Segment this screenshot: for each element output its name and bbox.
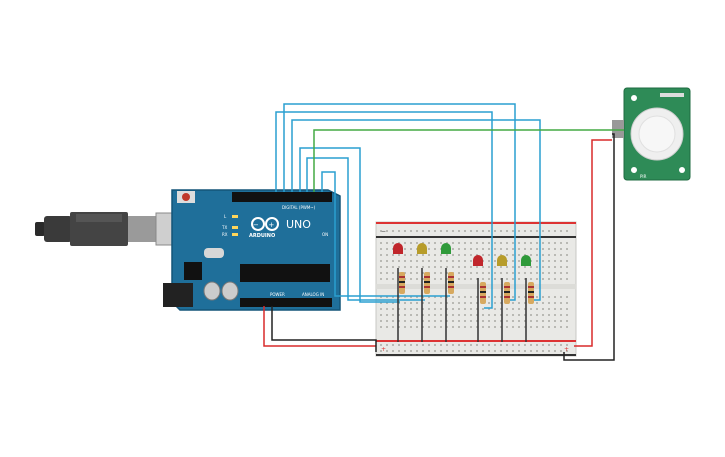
digital-label: DIGITAL (PWM~) xyxy=(282,205,316,210)
power-analog-header xyxy=(240,298,332,307)
power-jack xyxy=(163,283,193,307)
analog-label: ANALOG IN xyxy=(302,292,324,297)
wire-blue[interactable] xyxy=(283,103,516,301)
arduino-logo-icon: − + xyxy=(251,217,279,231)
arduino-model: UNO xyxy=(286,218,311,231)
arduino-board[interactable]: L TX RX ON − + ARDUINO UNO DIGITAL (PWM~… xyxy=(163,189,341,311)
l-label: L xyxy=(224,214,227,219)
svg-text:+: + xyxy=(269,221,275,229)
crystal-icon xyxy=(204,248,224,258)
breadboard-plus-right: + xyxy=(564,346,569,353)
capacitor-icon xyxy=(203,281,221,301)
tx-label: TX xyxy=(221,225,227,230)
resistor[interactable] xyxy=(448,272,454,294)
atmega-chip xyxy=(240,264,330,282)
breadboard[interactable]: + + − xyxy=(375,221,577,357)
resistor[interactable] xyxy=(424,272,430,294)
pir-label: PIR xyxy=(640,174,647,179)
wire-red[interactable] xyxy=(263,306,376,347)
wire-blue[interactable] xyxy=(306,157,425,301)
led-yellow[interactable] xyxy=(497,255,507,266)
reset-button[interactable] xyxy=(182,193,190,201)
rx-label: RX xyxy=(222,232,228,237)
svg-text:−: − xyxy=(253,221,259,229)
wires xyxy=(263,103,624,361)
led-yellow[interactable] xyxy=(417,243,427,254)
wire-red-pir[interactable] xyxy=(574,139,612,347)
led-green[interactable] xyxy=(521,255,531,266)
wire-blue[interactable] xyxy=(299,147,400,303)
pir-sensor[interactable]: PIR xyxy=(612,87,691,181)
on-label: ON xyxy=(322,232,328,237)
breadboard-plus: + xyxy=(381,346,386,353)
wire-black-pir[interactable] xyxy=(563,133,615,361)
breadboard-minus: − xyxy=(381,228,386,235)
resistor[interactable] xyxy=(399,272,405,294)
wire-green[interactable] xyxy=(313,129,624,192)
wire-blue[interactable] xyxy=(291,119,541,301)
led-green[interactable] xyxy=(441,243,451,254)
power-label: POWER xyxy=(270,292,285,297)
resistor[interactable] xyxy=(504,282,510,304)
digital-header xyxy=(232,192,332,202)
resistor[interactable] xyxy=(528,282,534,304)
led-red[interactable] xyxy=(473,255,483,266)
led-group xyxy=(393,243,534,304)
resistor[interactable] xyxy=(480,282,486,304)
arduino-brand: ARDUINO xyxy=(249,233,275,239)
wire-blue[interactable] xyxy=(321,171,450,297)
usb-chip xyxy=(184,262,202,280)
usb-cable xyxy=(35,212,179,246)
wire-blue[interactable] xyxy=(275,111,493,309)
led-red[interactable] xyxy=(393,243,403,254)
capacitor-icon xyxy=(221,281,239,301)
wire-black[interactable] xyxy=(271,306,377,352)
